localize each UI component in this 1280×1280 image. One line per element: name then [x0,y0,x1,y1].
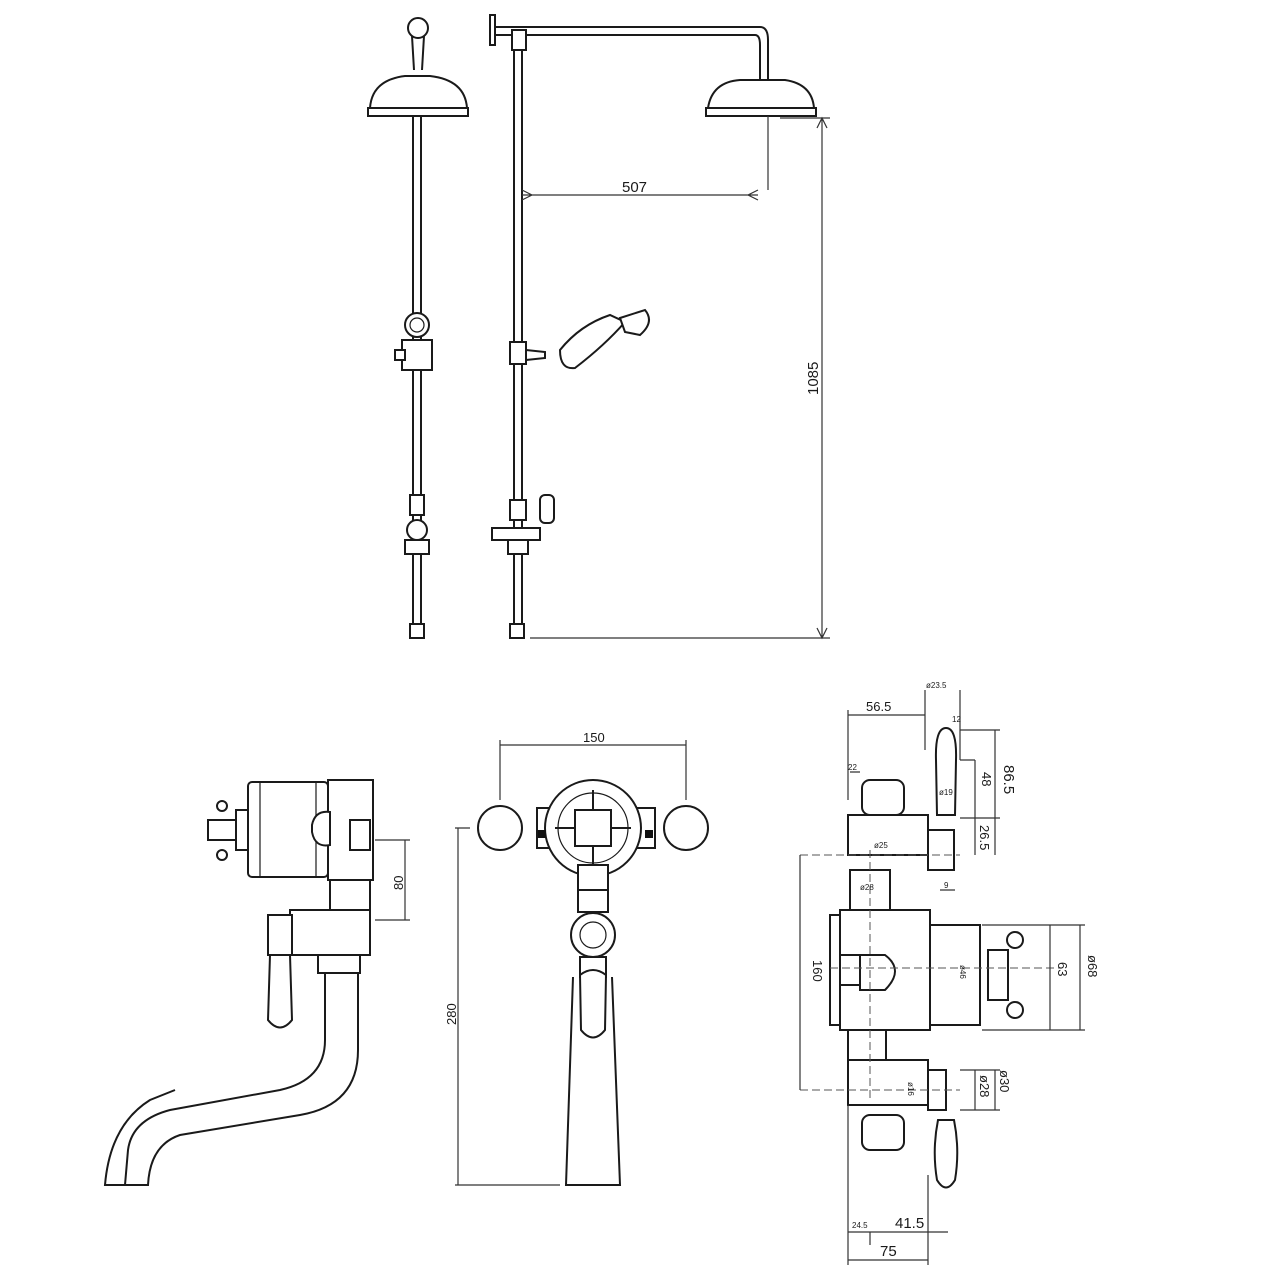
shower-kit-front-view [367,17,469,639]
dim-lower-outer: ø30 [997,1070,1012,1092]
shower-kit-side-view: 507 1085 [489,14,830,640]
dim-centres: 160 [810,960,825,982]
dim-outlet-diameter: ø25 [874,841,888,850]
dim-lower-inner: ø28 [977,1075,992,1097]
dim-lower-diameter: ø16 [906,1082,915,1096]
dim-depth-total: 75 [880,1243,897,1260]
dim-lever: 48 [979,772,994,786]
dim-lever-base: 26.5 [977,825,992,850]
dim-height: 1085 [805,362,822,395]
dim-cartridge-diameter: ø68 [1085,955,1100,977]
dim-nut: 22 [848,763,857,772]
dim-cartridge: 63 [1055,962,1070,976]
dim-body-diameter: ø46 [958,965,967,979]
valve-side-view: 56.5 ø23.5 12 22 48 86.5 ø19 26.5 ø25 ø2… [799,681,1100,1265]
dim-arm-projection: 507 [622,179,647,196]
dim-offset-a: 24.5 [852,1221,868,1230]
dim-lever-total: 86.5 [1000,765,1017,794]
dim-handle-diameter: ø23.5 [926,681,947,690]
dim-filler-height: 80 [391,876,406,890]
valve-front-view: 150 280 [444,730,709,1186]
dim-offset-b: 41.5 [895,1215,924,1232]
dim-body-top-diameter: ø28 [860,883,874,892]
dim-gap: 9 [944,881,949,890]
dim-depth-top: 56.5 [866,699,891,714]
dim-valve-height: 280 [444,1003,459,1025]
dim-lever-diameter: ø19 [939,788,953,797]
dim-angle: 12 [952,715,961,724]
bath-filler-side-view: 80 [103,779,410,1186]
dim-valve-width: 150 [583,730,605,745]
